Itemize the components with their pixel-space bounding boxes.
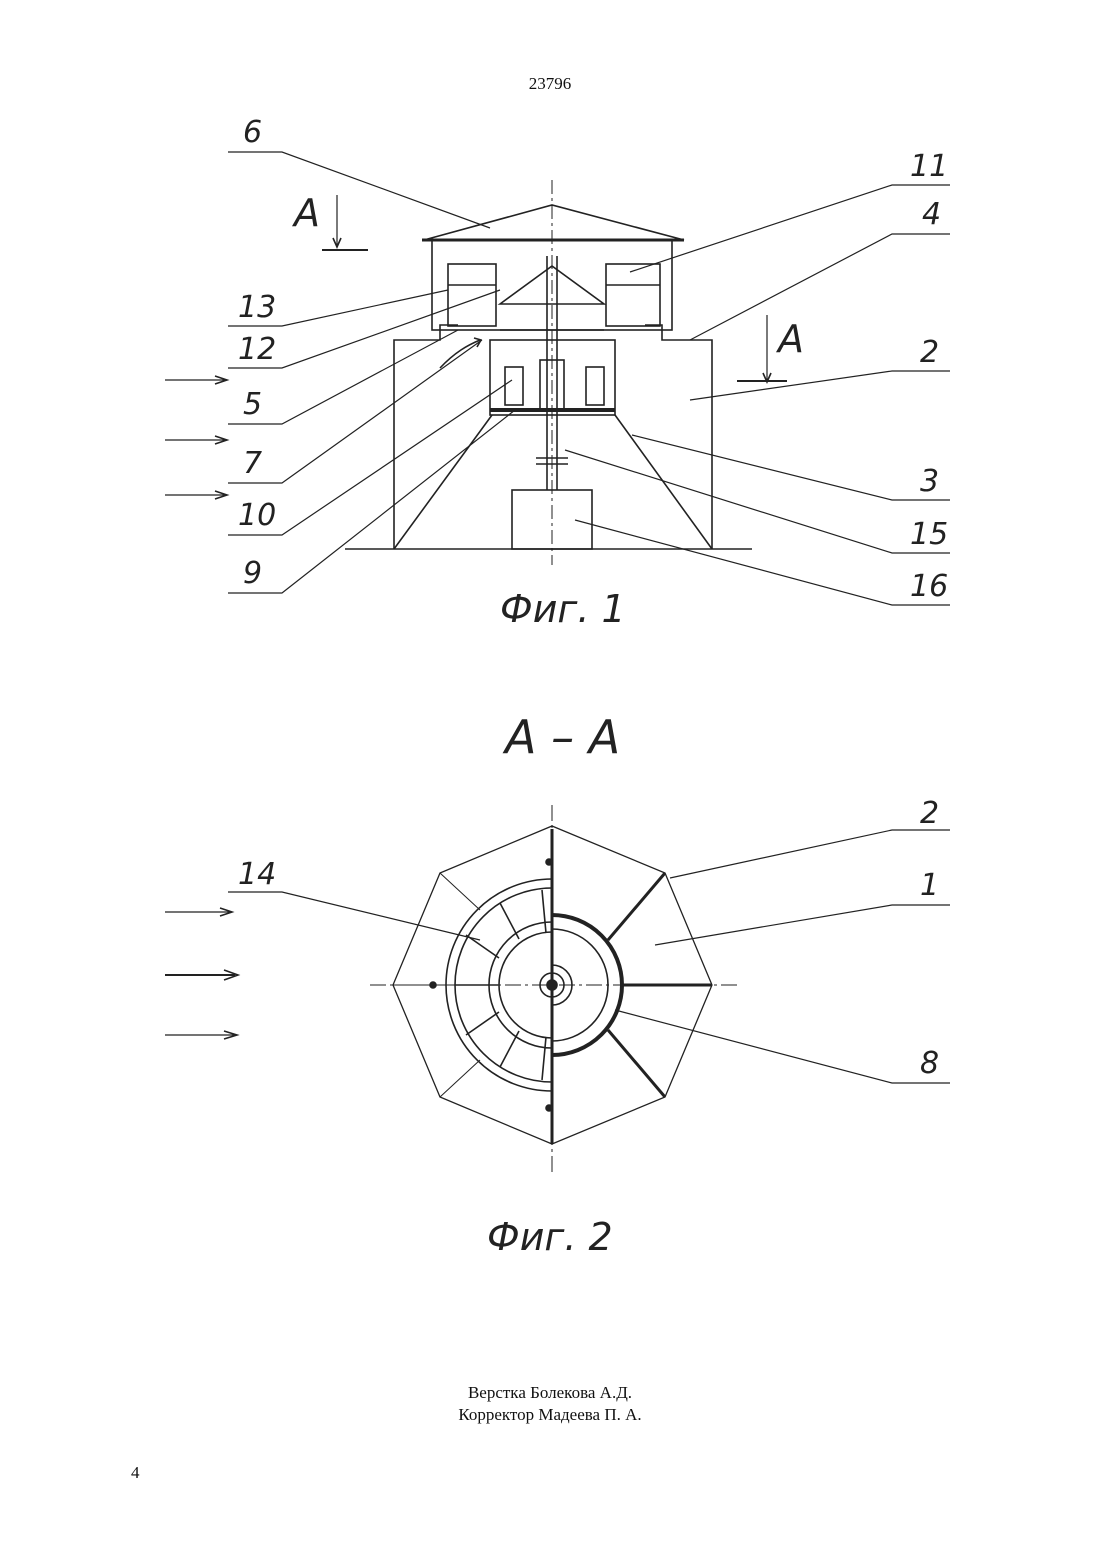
section-title: A – A (502, 710, 620, 764)
footer-credits: Верстка Болекова А.Д. Корректор Мадеева … (0, 1382, 1100, 1426)
fig1-label-7: 7 (243, 446, 262, 481)
fig1-label-9: 9 (243, 556, 262, 591)
corrector-credit: Корректор Мадеева П. А. (0, 1404, 1100, 1426)
fig1-label-10: 10 (238, 498, 276, 533)
fig1-label-6: 6 (243, 115, 262, 150)
figure-2-caption: Фиг. 2 (487, 1215, 613, 1259)
fig1-label-4: 4 (922, 197, 941, 232)
figure-2 (165, 805, 950, 1175)
fig1-label-11: 11 (910, 149, 948, 184)
fig2-label-8: 8 (920, 1046, 939, 1081)
fig1-label-16: 16 (910, 569, 948, 604)
page-number: 4 (131, 1463, 140, 1483)
section-marker-right: A (775, 317, 804, 361)
fig2-label-14: 14 (238, 857, 276, 892)
fig1-label-5: 5 (243, 387, 262, 422)
section-marker-left: A (291, 191, 320, 235)
figure-1-labels: A A 6 11 4 13 12 2 5 7 10 3 15 9 16 Фиг.… (238, 115, 948, 764)
fig1-label-2: 2 (920, 335, 939, 370)
fig2-label-1: 1 (920, 868, 939, 903)
fig1-label-3: 3 (920, 464, 939, 499)
layout-credit: Верстка Болекова А.Д. (0, 1382, 1100, 1404)
fig1-label-15: 15 (910, 517, 948, 552)
fig1-label-12: 12 (238, 332, 276, 367)
fig2-label-2: 2 (920, 796, 939, 831)
figure-1-caption: Фиг. 1 (500, 587, 626, 631)
fig1-label-13: 13 (238, 290, 276, 325)
figure-1 (165, 152, 950, 605)
